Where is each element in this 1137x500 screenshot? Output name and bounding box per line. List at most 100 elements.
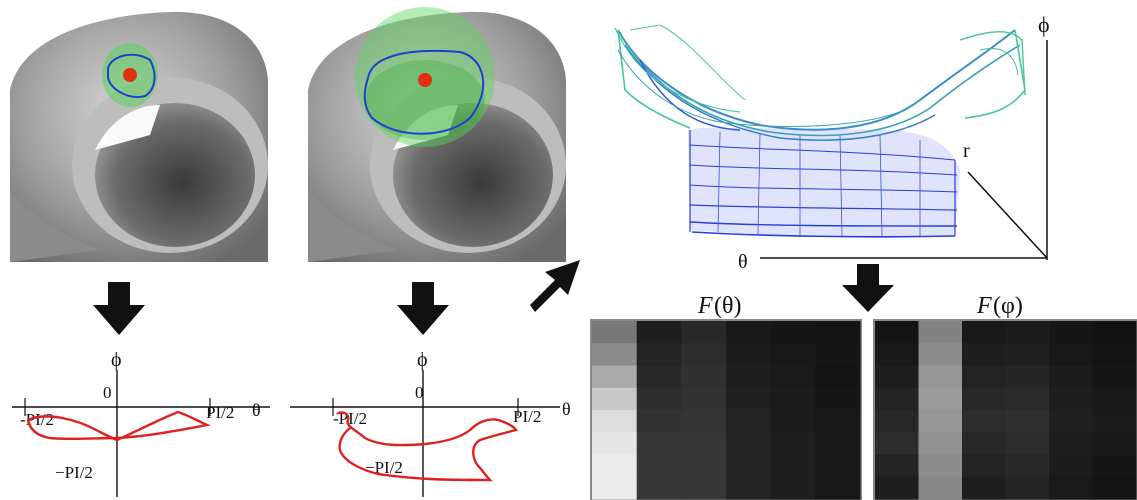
histogram-cell <box>918 432 963 456</box>
histogram-title-var: (θ) <box>714 293 741 319</box>
histogram-cell <box>592 410 638 433</box>
mesh-model-large-sphere <box>308 7 566 263</box>
histogram-cell <box>962 410 1006 433</box>
pos-half-pi-label: PI/2 <box>513 407 541 426</box>
descriptor-curve <box>26 410 212 442</box>
sample-point <box>123 68 137 82</box>
thick-down-arrow-icon <box>93 282 145 335</box>
histogram-cell <box>875 343 919 367</box>
histogram-cell <box>1092 476 1137 500</box>
histogram-cell <box>770 410 816 433</box>
histogram-cell <box>1049 432 1093 456</box>
histogram-cell <box>1049 387 1093 411</box>
neg-half-pi-label: -PI/2 <box>333 409 367 428</box>
histogram-cell <box>726 387 772 411</box>
histogram-cell <box>681 387 727 411</box>
histogram-cell <box>1092 365 1137 389</box>
descriptor-surface-plot: ϕ θ r <box>614 12 1050 273</box>
histogram-cell <box>1092 387 1137 411</box>
histogram-cell <box>636 321 682 344</box>
histogram-cell <box>636 410 682 433</box>
histogram-cell <box>918 387 963 411</box>
histogram-cell <box>636 432 682 456</box>
histogram-cell <box>815 343 861 367</box>
histogram-cell <box>815 432 861 456</box>
histogram-cell <box>962 454 1006 478</box>
histogram-cell <box>918 410 963 433</box>
histogram-cell <box>770 343 816 367</box>
histogram-title-prefix: F <box>976 293 992 319</box>
histogram-cell <box>726 476 772 500</box>
histogram-cell <box>875 387 919 411</box>
histogram-cell <box>636 454 682 478</box>
histogram-cell <box>815 476 861 500</box>
histogram-cell <box>770 387 816 411</box>
histogram-cell <box>918 476 963 500</box>
zero-label: 0 <box>103 383 112 402</box>
theta-axis-label: θ <box>252 400 261 420</box>
histogram-cell <box>636 365 682 389</box>
phi-theta-plot-2: ϕ 0 θ -PI/2 PI/2 −PI/2 <box>290 349 571 497</box>
histogram-cell <box>592 343 638 367</box>
zero-label: 0 <box>415 383 424 402</box>
boundary-curve <box>107 53 156 98</box>
histogram-cell <box>770 365 816 389</box>
phi-axis-label: ϕ <box>417 349 428 371</box>
histogram-cell <box>1005 343 1050 367</box>
histogram-title-var: (φ) <box>993 293 1023 319</box>
thick-down-arrow-icon <box>397 282 449 335</box>
histogram-cell <box>815 410 861 433</box>
histogram-cell <box>726 454 772 478</box>
histogram-cell <box>875 476 919 500</box>
histogram-cell <box>770 476 816 500</box>
histogram-cell <box>1049 410 1093 433</box>
histogram-title-prefix: F <box>697 293 713 319</box>
histogram-cell <box>1049 321 1093 344</box>
histogram-cell <box>770 321 816 344</box>
histogram-cell <box>962 432 1006 456</box>
histogram-cell <box>1092 432 1137 456</box>
histogram-cell <box>815 454 861 478</box>
histogram-cell <box>1005 454 1050 478</box>
histogram-cell <box>1005 321 1050 344</box>
histogram-cell <box>962 476 1006 500</box>
histogram-cell <box>1092 454 1137 478</box>
histogram-cell <box>918 454 963 478</box>
thick-down-arrow-icon <box>842 264 894 312</box>
histogram-cell <box>815 321 861 344</box>
histogram-cell <box>918 365 963 389</box>
histogram-cell <box>1092 410 1137 433</box>
histogram-cell <box>815 387 861 411</box>
histogram-cell <box>1049 476 1093 500</box>
histogram-cell <box>681 476 727 500</box>
histogram-f-theta: F (θ) <box>590 293 862 500</box>
histogram-cell <box>726 432 772 456</box>
histogram-cells <box>592 321 861 500</box>
histogram-cell <box>726 410 772 433</box>
histogram-cell <box>681 321 727 344</box>
histogram-cell <box>1049 343 1093 367</box>
histogram-cell <box>681 343 727 367</box>
histogram-cell <box>962 343 1006 367</box>
phi-axis-label: ϕ <box>111 349 122 371</box>
histogram-cell <box>1005 432 1050 456</box>
histogram-cell <box>770 454 816 478</box>
neg-half-pi-vertical-label: −PI/2 <box>55 463 93 482</box>
histogram-cell <box>1049 365 1093 389</box>
histogram-cell <box>918 343 963 367</box>
histogram-f-phi: F (φ) <box>873 293 1137 500</box>
histogram-cell <box>636 476 682 500</box>
histogram-cell <box>592 476 638 500</box>
histogram-cell <box>726 321 772 344</box>
phi-axis-label: ϕ <box>1038 12 1050 37</box>
diagonal-up-right-arrow-icon <box>530 260 580 312</box>
histogram-cell <box>962 321 1006 344</box>
theta-axis-label: θ <box>562 399 571 419</box>
histogram-cell <box>1092 343 1137 367</box>
phi-theta-plot-1: ϕ 0 θ -PI/2 PI/2 −PI/2 <box>12 349 270 497</box>
histogram-cell <box>918 321 963 344</box>
histogram-cell <box>681 365 727 389</box>
histogram-cell <box>962 365 1006 389</box>
histogram-cell <box>962 387 1006 411</box>
